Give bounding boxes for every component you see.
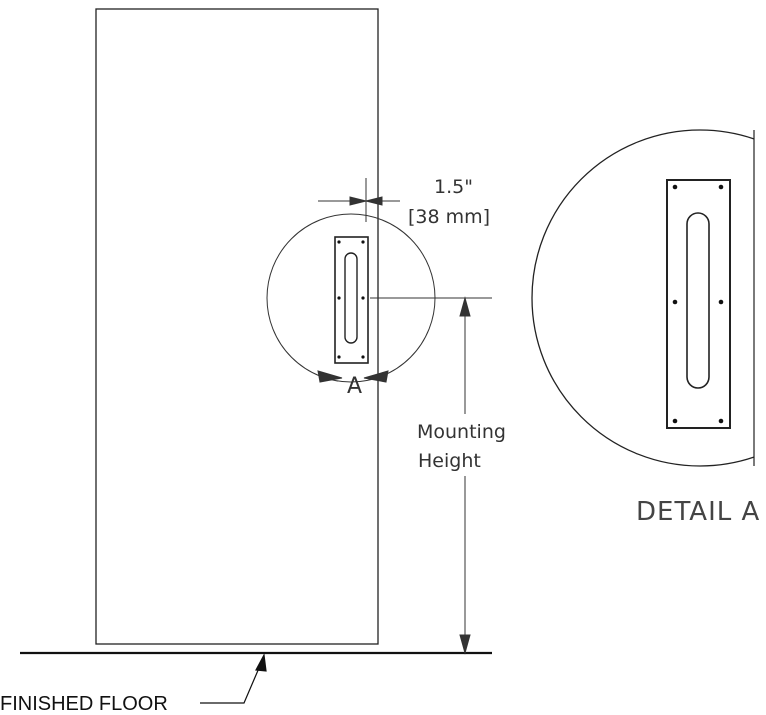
pull-plate: [334, 236, 369, 364]
detail-pull-plate: [666, 179, 731, 429]
detail-pull-slot: [686, 212, 710, 389]
detail-marker: A: [347, 374, 362, 399]
door-outline: [95, 8, 379, 645]
offset-dimension-imperial: 1.5": [434, 176, 473, 198]
floor-leader: [200, 653, 267, 704]
detail-pull-screws: [672, 184, 724, 424]
mounting-height-dimension: [459, 296, 471, 655]
section-arrows: [317, 370, 389, 383]
pull-slot: [344, 252, 358, 344]
detail-a-view: [531, 129, 755, 467]
offset-dimension-metric: [38 mm]: [408, 206, 490, 228]
offset-dimension: [318, 178, 400, 222]
mounting-height-label-line1: Mounting: [417, 421, 506, 443]
floor-label: FINISHED FLOOR: [0, 693, 168, 715]
mounting-height-label-line2: Height: [418, 450, 481, 472]
pull-plate-screws: [337, 240, 365, 359]
detail-title: DETAIL A: [636, 497, 760, 527]
